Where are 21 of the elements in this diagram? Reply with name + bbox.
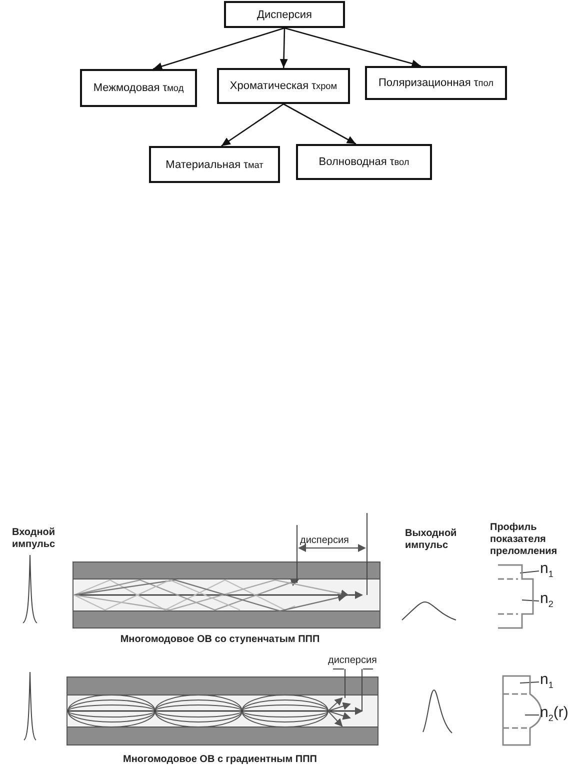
arrow xyxy=(152,27,285,70)
text-label: Входной импульс xyxy=(12,527,56,551)
index-label: n$_{2}$(r) xyxy=(540,704,568,723)
leader-line xyxy=(520,682,540,684)
category-box: Дисперсия xyxy=(224,1,345,28)
dimension-label: дисперсия xyxy=(300,535,350,547)
index-label: n$_{1}$ xyxy=(540,671,554,690)
arrow xyxy=(284,27,422,68)
text-label: Выходной импульс xyxy=(405,528,458,552)
arrow xyxy=(221,103,284,147)
arrow xyxy=(283,103,356,145)
dimension-label: дисперсия xyxy=(328,655,378,667)
leader-line xyxy=(524,714,540,716)
leader-line xyxy=(522,600,540,602)
text-label: Профиль показателя преломления xyxy=(490,522,558,558)
figure-caption: Многомодовое ОВ со ступенчатым ППП xyxy=(120,634,320,646)
index-label: n$_{2}$ xyxy=(540,590,554,609)
leader-line xyxy=(520,570,540,574)
index-label: n$_{1}$ xyxy=(540,560,554,579)
figure-caption: Многомодовое ОВ с градиентным ППП xyxy=(122,754,318,766)
arrow xyxy=(280,28,288,68)
